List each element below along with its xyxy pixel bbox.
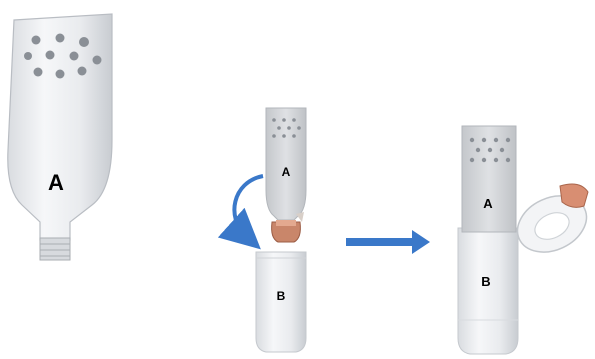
bottle-b-small: B	[256, 252, 306, 352]
right-arrow-icon	[346, 230, 430, 254]
curved-rotate-arrow-icon	[234, 176, 263, 236]
cap-ring-icon	[508, 184, 595, 263]
label-b-small: B	[277, 289, 286, 303]
bottle-a-large: A	[8, 14, 112, 260]
bottle-a-small: A	[266, 108, 306, 220]
label-a-assembled: A	[483, 196, 493, 211]
label-b-assembled: B	[481, 274, 490, 289]
bottle-assembled: A B	[458, 126, 518, 354]
label-a-small: A	[282, 165, 291, 179]
label-a-large: A	[48, 170, 64, 195]
